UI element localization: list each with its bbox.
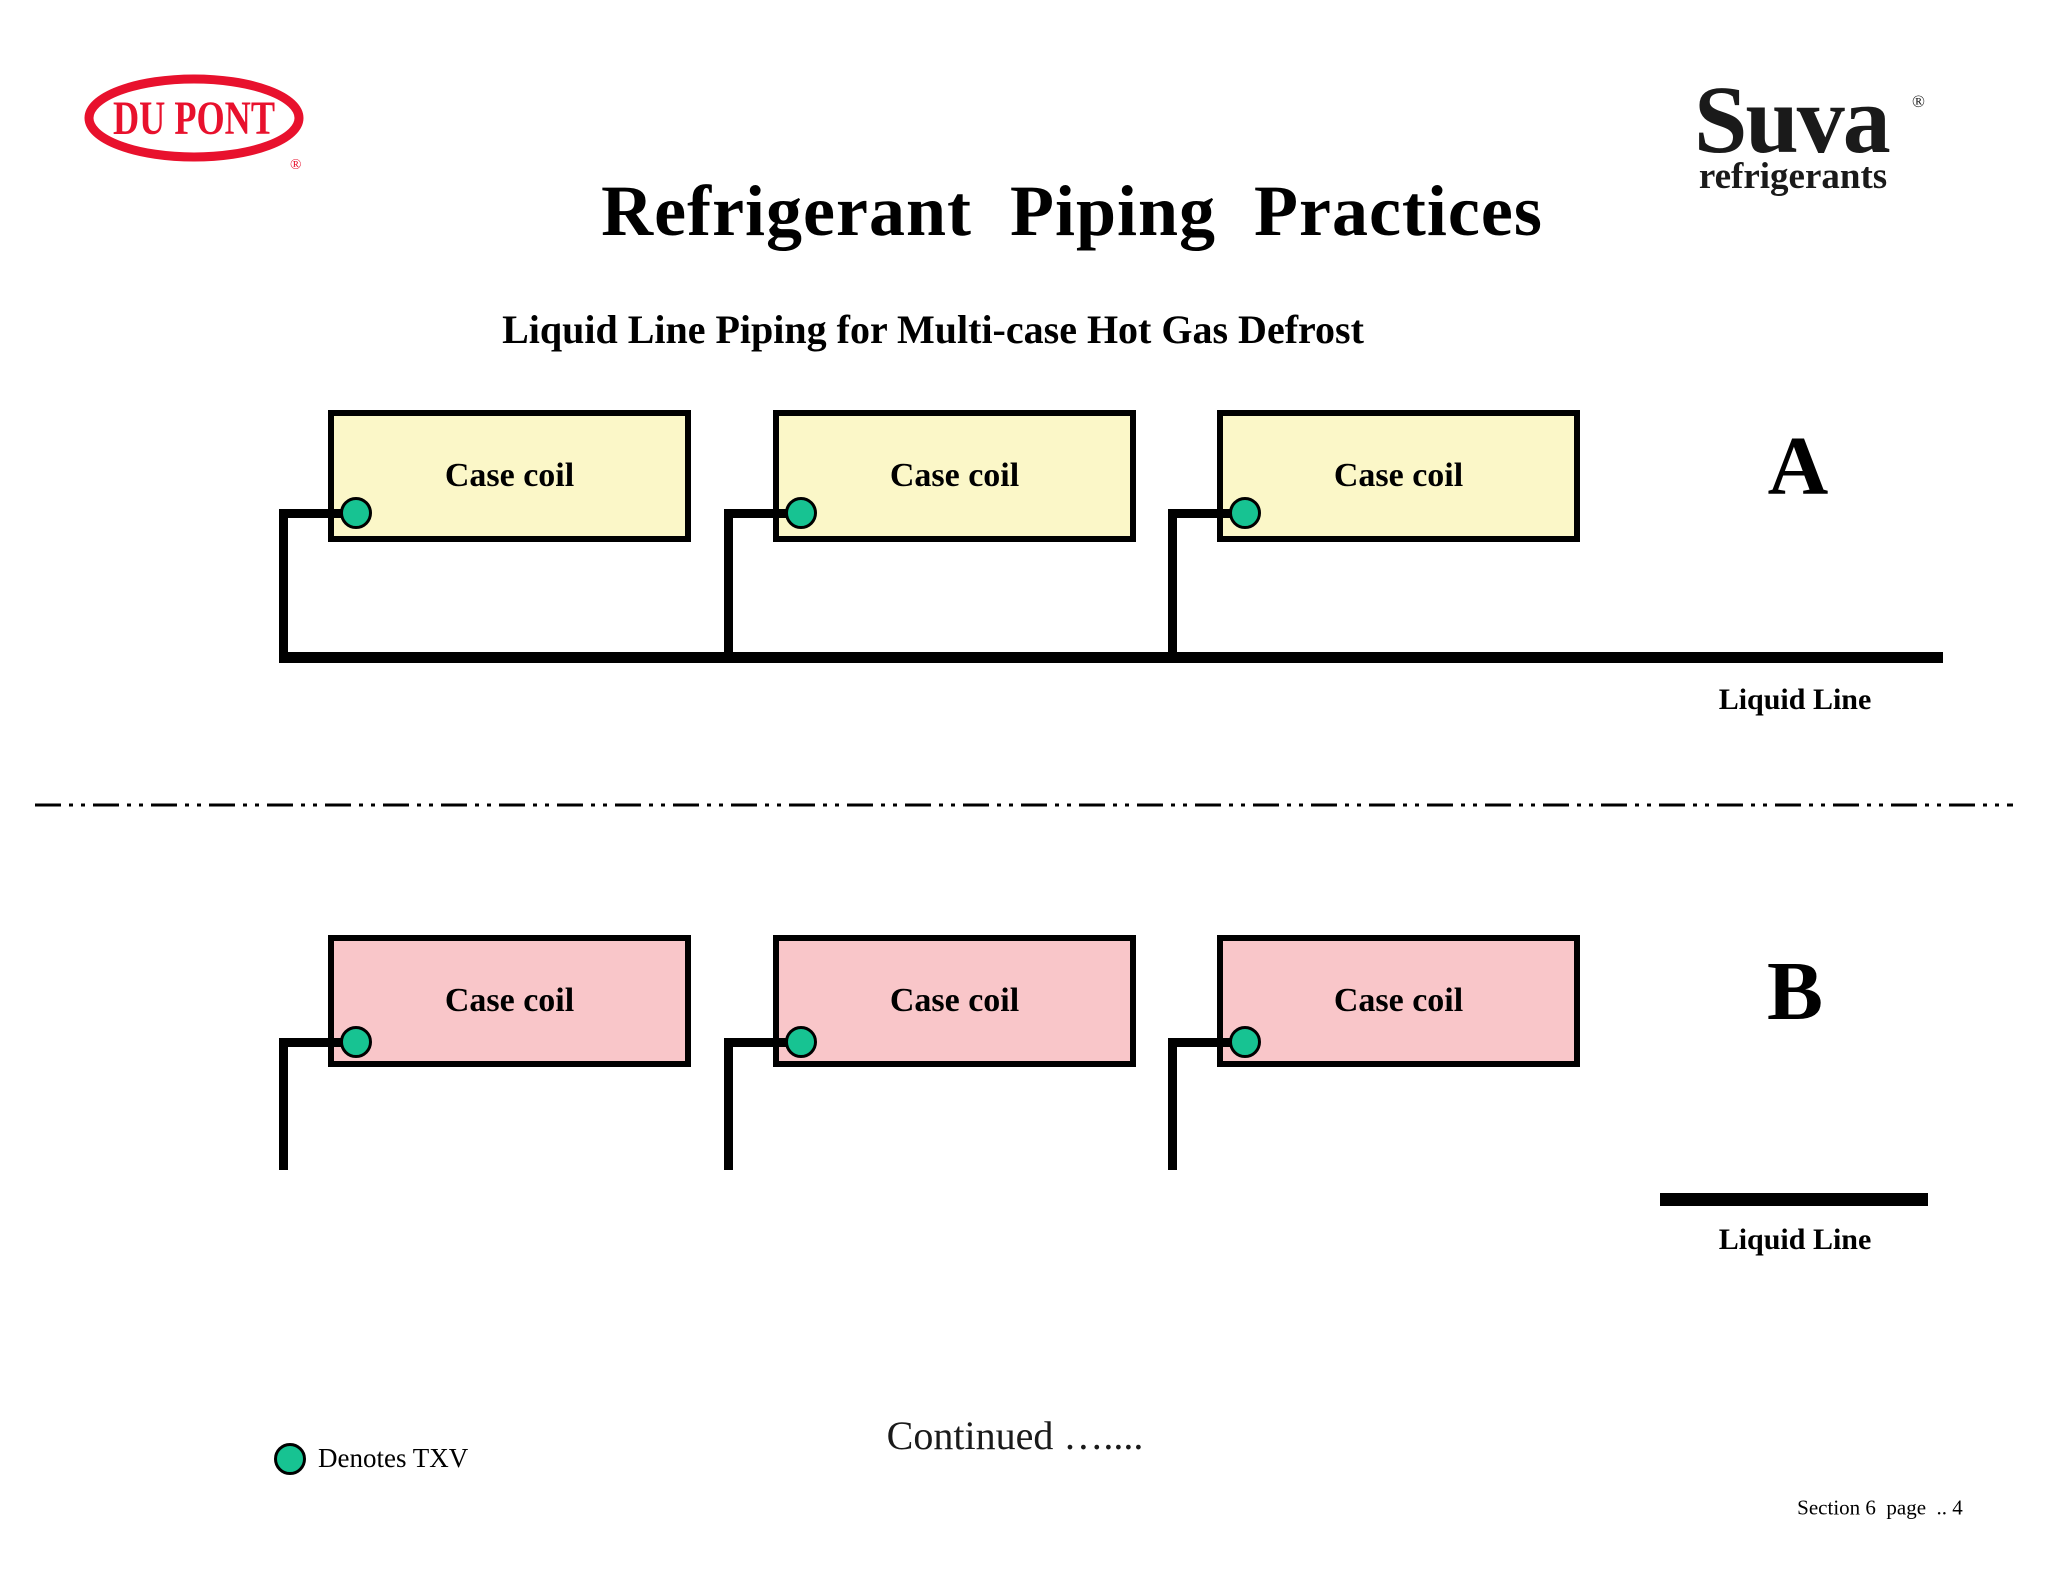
liquid-line-label-a: Liquid Line	[1718, 683, 1872, 716]
section-separator	[35, 803, 2013, 807]
pipe-stub-a1	[279, 509, 359, 518]
suva-wordmark: Suva	[1694, 66, 1891, 173]
case-coil-label: Case coil	[889, 457, 1020, 494]
pipe-vertical-a3	[1168, 509, 1177, 663]
liquid-line-label-b: Liquid Line	[1718, 1223, 1872, 1256]
case-coil-label: Case coil	[889, 982, 1020, 1019]
pipe-vertical-b1	[279, 1038, 288, 1170]
case-coil-box-b3: Case coil	[1217, 935, 1580, 1067]
legend-txv-icon	[274, 1443, 306, 1475]
legend-txv-label: Denotes TXV	[318, 1443, 469, 1473]
suva-registered-icon: ®	[1912, 92, 1925, 111]
dupont-wordmark: DU PONT	[113, 92, 275, 145]
pipe-stub-a3	[1168, 509, 1248, 518]
dupont-oval	[84, 74, 304, 162]
case-coil-box-b2: Case coil	[773, 935, 1136, 1067]
txv-icon-b3	[1229, 1026, 1261, 1058]
continued-text: Continued …....	[886, 1413, 1144, 1458]
page-footer: Section 6 page .. 4	[1797, 1495, 1963, 1520]
case-coil-label: Case coil	[444, 457, 575, 494]
case-coil-label: Case coil	[1333, 457, 1464, 494]
pipe-stub-a2	[724, 509, 804, 518]
txv-icon-b1	[340, 1026, 372, 1058]
pipe-vertical-a2	[724, 509, 733, 663]
dupont-logo: DU PONT ®	[84, 74, 304, 173]
diagram-subtitle: Liquid Line Piping for Multi-case Hot Ga…	[502, 307, 1364, 352]
dupont-registered-icon: ®	[290, 157, 301, 173]
pipe-stub-b1	[279, 1038, 359, 1047]
txv-icon-a2	[785, 497, 817, 529]
txv-icon-b2	[785, 1026, 817, 1058]
diagram-a-label: A	[1767, 420, 1829, 513]
case-coil-box-b1: Case coil	[328, 935, 691, 1067]
case-coil-label: Case coil	[1333, 982, 1464, 1019]
txv-icon-a1	[340, 497, 372, 529]
pipe-vertical-b2	[724, 1038, 733, 1170]
pipe-vertical-b3	[1168, 1038, 1177, 1170]
suva-subtext: refrigerants	[1698, 156, 1888, 197]
txv-icon-a3	[1229, 497, 1261, 529]
case-coil-box-a1: Case coil	[328, 410, 691, 542]
case-coil-box-a3: Case coil	[1217, 410, 1580, 542]
liquid-line-a	[279, 652, 1943, 663]
diagram-b-label: B	[1766, 945, 1824, 1038]
pipe-stub-b2	[724, 1038, 804, 1047]
case-coil-label: Case coil	[444, 982, 575, 1019]
pipe-vertical-a1	[279, 509, 288, 663]
page-title: Refrigerant Piping Practices	[601, 171, 1543, 251]
case-coil-box-a2: Case coil	[773, 410, 1136, 542]
liquid-line-b	[1660, 1193, 1928, 1206]
pipe-stub-b3	[1168, 1038, 1248, 1047]
